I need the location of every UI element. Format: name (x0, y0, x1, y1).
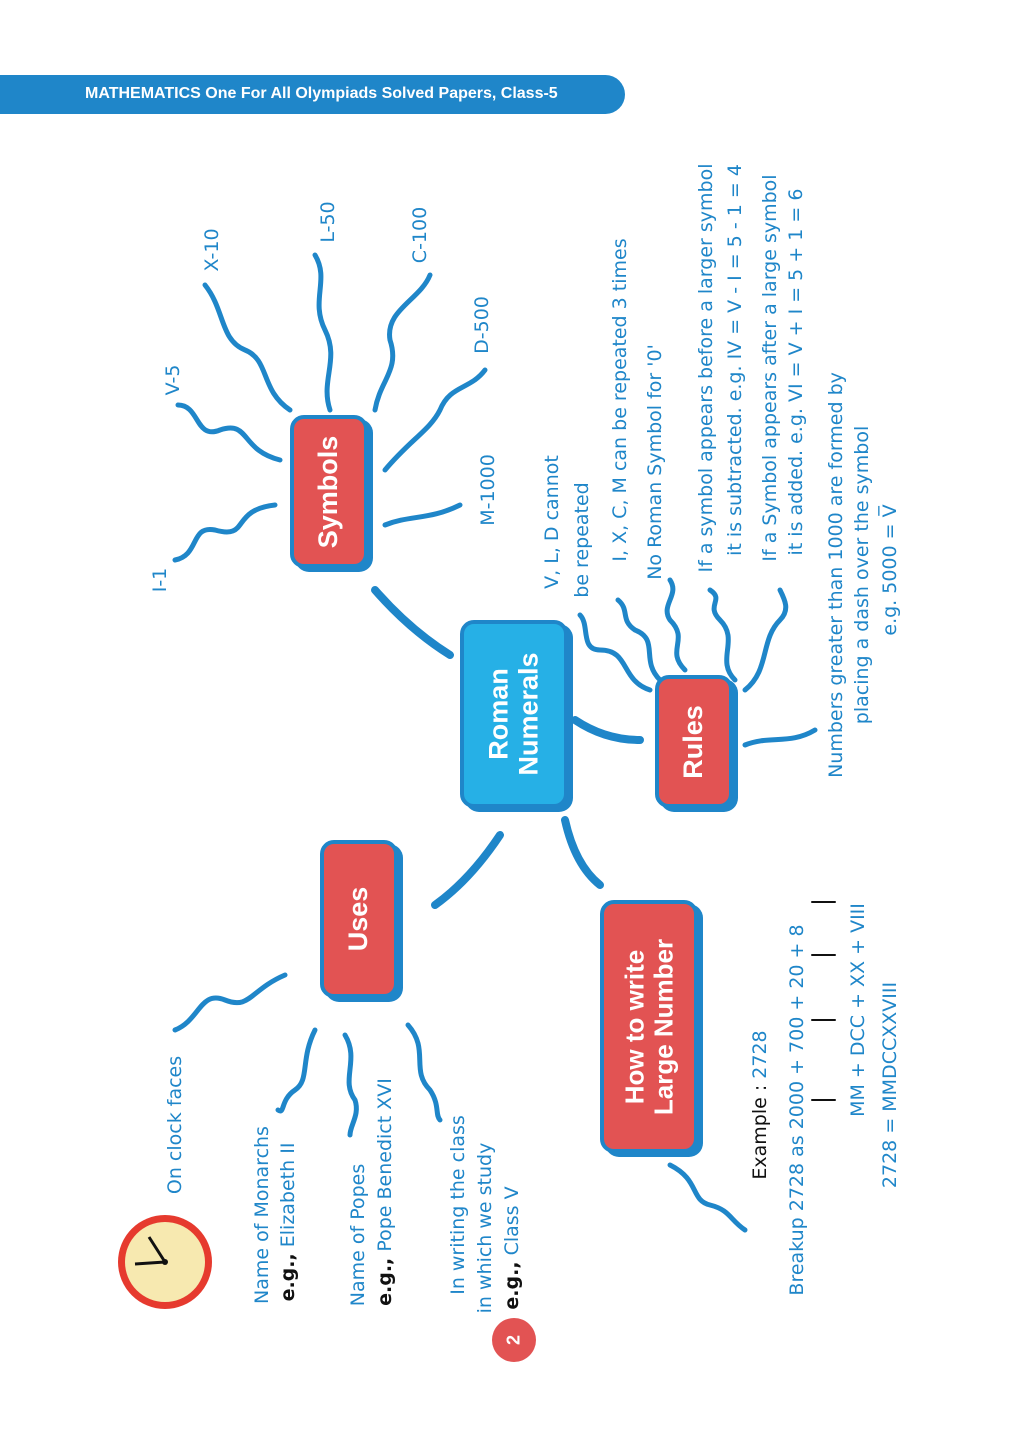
curl-l (312, 252, 334, 413)
curl-rule6 (742, 727, 818, 748)
rule-text: placing a dash over the symbol (851, 425, 873, 725)
curl-rule1 (577, 612, 653, 693)
eg-label: e.g., (501, 1261, 523, 1310)
result-line: 2728 = MMDCCXXVIII (879, 981, 901, 1189)
uses-node: Uses (320, 840, 398, 998)
use-text: In writing the class (447, 1115, 469, 1295)
symbol-label: M-1000 (477, 454, 499, 526)
rule-text: V, L, D cannot (541, 455, 563, 589)
arrow-to-symbols (371, 586, 454, 659)
roman-numerals-node: Roman Numerals (460, 620, 568, 808)
symbol-label: X-10 (201, 228, 223, 272)
eg-label: e.g., (277, 1253, 299, 1302)
example-value: 2728 (749, 1030, 771, 1079)
rules-node: Rules (655, 675, 733, 808)
curl-m (382, 502, 463, 528)
header-title: MATHEMATICS One For All Olympiads Solved… (85, 85, 558, 102)
rule-text: e.g. 5000 = V̅ (879, 504, 901, 636)
rule-text: I, X, C, M can be repeated 3 times (609, 238, 631, 562)
curl-rule3 (664, 577, 688, 673)
uses-title: Uses (343, 886, 374, 952)
curl-rule5 (742, 587, 789, 693)
use-text: On clock faces (164, 1055, 186, 1195)
symbol-label: V-5 (162, 364, 184, 396)
use-example: e.g., Pope Benedict XVI (374, 1078, 396, 1306)
rule-text: be repeated (571, 482, 593, 598)
rule-text: it is subtracted. e.g. IV = V - I = 5 - … (724, 164, 746, 556)
use-text: Elizabeth II (277, 1142, 299, 1248)
curl-example (667, 1162, 748, 1233)
curl-rule2 (615, 597, 663, 683)
symbols-node: Symbols (290, 415, 368, 568)
arrow-to-rules (571, 716, 644, 744)
center-title: Roman Numerals (483, 652, 543, 776)
rule-text: If a Symbol appears after a large symbol (759, 174, 781, 562)
symbol-label: C-100 (409, 206, 431, 264)
rule-text: No Roman Symbol for '0' (644, 344, 666, 580)
use-text: Name of Popes (347, 1163, 369, 1307)
page-number: 2 (503, 1334, 524, 1346)
symbol-label: I-1 (149, 567, 171, 593)
curl-v (175, 402, 283, 463)
curl-c (372, 272, 433, 413)
arrow-to-uses (431, 831, 504, 909)
breakup-line: Breakup 2728 as 2000 + 700 + 20 + 8 (786, 924, 808, 1296)
curl-i (172, 502, 278, 563)
curl-class (405, 1022, 443, 1123)
page-header: MATHEMATICS One For All Olympiads Solved… (0, 75, 625, 114)
curl-rule4 (707, 587, 738, 683)
example-label: Example : (749, 1084, 771, 1180)
clock-icon (118, 1215, 212, 1309)
curl-monarchs (275, 1027, 318, 1114)
rule-text: it is added. e.g. VI = V + I = 5 + 1 = 6 (785, 188, 807, 556)
roman-parts-line: MM + DCC + XX + VIII (847, 903, 869, 1117)
curl-popes (342, 1032, 359, 1138)
use-example: e.g., Class V (501, 1186, 523, 1309)
page-number-badge: 2 (492, 1318, 536, 1362)
symbols-title: Symbols (313, 435, 344, 548)
rule-text: Numbers greater than 1000 are formed by (825, 372, 847, 778)
curl-clock (172, 972, 288, 1033)
symbol-label: L-50 (317, 201, 339, 243)
use-text: Name of Monarchs (251, 1126, 273, 1304)
example-line: Example : 2728 (749, 1030, 771, 1179)
arrow-to-large (561, 816, 604, 889)
use-text: in which we study (474, 1142, 496, 1314)
use-text: Class V (501, 1186, 523, 1256)
rule-text: If a symbol appears before a larger symb… (695, 163, 717, 573)
use-example: e.g., Elizabeth II (277, 1143, 299, 1302)
curl-d (382, 367, 488, 473)
use-text: Pope Benedict XVI (374, 1078, 396, 1252)
rules-title: Rules (678, 704, 709, 779)
symbol-label: D-500 (471, 296, 493, 354)
eg-label: e.g., (374, 1257, 396, 1306)
curl-x (202, 282, 293, 413)
arrows-breakup (811, 901, 836, 1101)
